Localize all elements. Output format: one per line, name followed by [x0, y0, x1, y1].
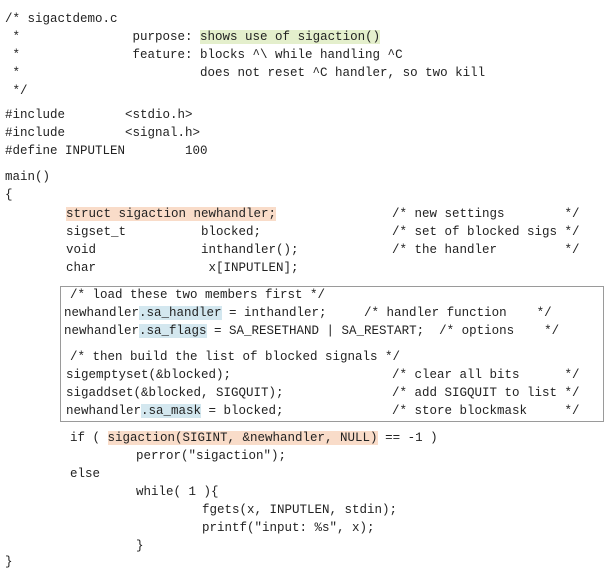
decl-comment-new-settings: /* new settings */	[392, 207, 580, 221]
newhandler-ref: newhandler	[66, 404, 142, 418]
while-loop: while( 1 ){	[136, 485, 219, 499]
setup-comment-load: /* load these two members first */	[70, 288, 326, 302]
setup-box	[60, 286, 604, 422]
main-close-brace: }	[5, 555, 13, 569]
header-comment-line-3: * feature: blocks ^\ while handling ^C	[5, 48, 403, 62]
purpose-highlight: shows use of sigaction()	[200, 30, 381, 44]
decl-inthandler: void inthandler();	[66, 243, 299, 257]
header-comment-line-5: */	[5, 84, 28, 98]
main-signature: main()	[5, 170, 51, 184]
setup-sa-mask: newhandler.sa_mask = blocked;	[66, 402, 284, 420]
setup-comment-add: /* add SIGQUIT to list */	[392, 386, 580, 400]
decl-comment-blocked: /* set of blocked sigs */	[392, 225, 580, 239]
setup-sa-flags: newhandler.sa_flags = SA_RESETHAND | SA_…	[64, 322, 559, 340]
sa-flags-rest: = SA_RESETHAND | SA_RESTART; /* options …	[206, 324, 560, 338]
while-close-brace: }	[136, 539, 144, 553]
decl-char-buffer: char x[INPUTLEN];	[66, 261, 299, 275]
if-sigaction: if ( sigaction(SIGINT, &newhandler, NULL…	[70, 429, 438, 447]
sa-handler-highlight: .sa_handler	[139, 306, 222, 320]
decl-sigset: sigset_t blocked;	[66, 225, 262, 239]
purpose-label: purpose:	[132, 30, 201, 44]
sigaction-call-highlight: sigaction(SIGINT, &newhandler, NULL)	[107, 431, 378, 445]
fgets-call: fgets(x, INPUTLEN, stdin);	[202, 503, 398, 517]
if-condition-rest: == -1 )	[377, 431, 438, 445]
comment-star: *	[5, 30, 133, 44]
setup-sa-handler: newhandler.sa_handler = inthandler; /* h…	[64, 304, 552, 322]
include-signal: #include <signal.h>	[5, 126, 201, 140]
perror-call: perror("sigaction");	[136, 449, 287, 463]
printf-call: printf("input: %s", x);	[202, 521, 375, 535]
newhandler-ref: newhandler	[64, 324, 140, 338]
header-comment-line-4: * does not reset ^C handler, so two kill	[5, 66, 486, 80]
setup-comment-store: /* store blockmask */	[392, 404, 580, 418]
include-stdio: #include <stdio.h>	[5, 108, 193, 122]
setup-sigemptyset: sigemptyset(&blocked);	[66, 368, 232, 382]
newhandler-ref: newhandler	[64, 306, 140, 320]
define-inputlen: #define INPUTLEN 100	[5, 144, 208, 158]
header-comment-line-1: /* sigactdemo.c	[5, 12, 118, 26]
header-comment-line-2: * purpose: shows use of sigaction()	[5, 28, 381, 46]
sa-handler-rest: = inthandler; /* handler function */	[221, 306, 552, 320]
decl-comment-handler: /* the handler */	[392, 243, 580, 257]
setup-sigaddset: sigaddset(&blocked, SIGQUIT);	[66, 386, 284, 400]
main-open-brace: {	[5, 188, 13, 202]
sa-flags-highlight: .sa_flags	[139, 324, 207, 338]
else-keyword: else	[70, 467, 101, 481]
decl-struct-sigaction: struct sigaction newhandler;	[66, 205, 277, 223]
sa-mask-highlight: .sa_mask	[141, 404, 202, 418]
setup-comment-clear: /* clear all bits */	[392, 368, 580, 382]
if-keyword: if (	[70, 431, 108, 445]
setup-comment-build: /* then build the list of blocked signal…	[70, 350, 401, 364]
struct-highlight: struct sigaction newhandler;	[66, 207, 277, 221]
sa-mask-rest: = blocked;	[201, 404, 284, 418]
